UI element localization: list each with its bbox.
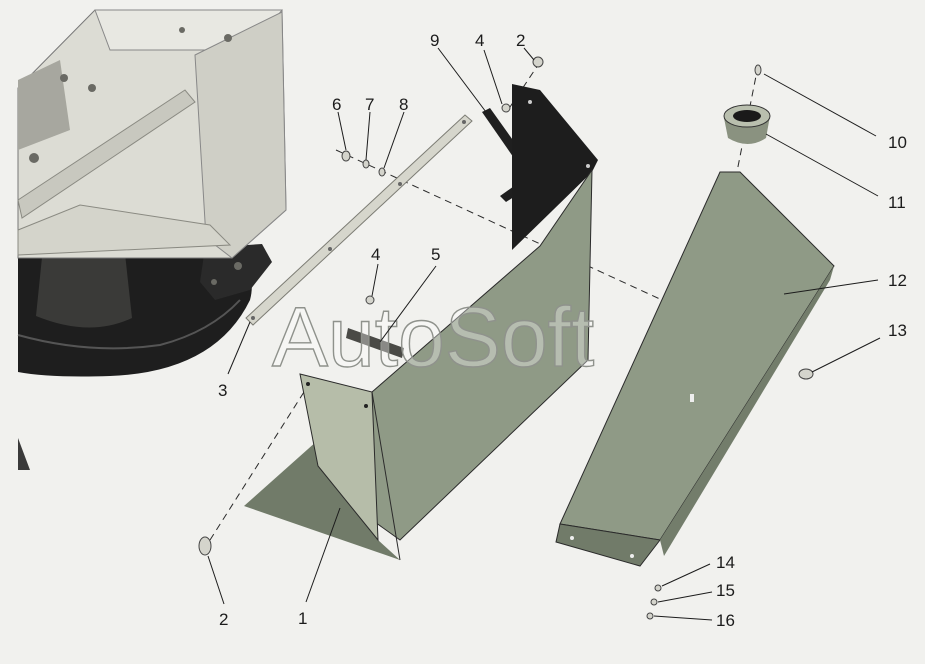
strip-hole [328, 247, 332, 251]
washer-14 [654, 584, 662, 592]
strip-hole [398, 182, 402, 186]
washer-7 [362, 159, 370, 169]
housing-side-panel [194, 11, 287, 259]
callout-16: 16 [716, 611, 735, 630]
plate-body [346, 328, 404, 358]
washer-4-upper [501, 103, 511, 113]
bolt-2-upper [532, 56, 544, 68]
housing-bolt [179, 27, 185, 33]
leader-14 [661, 563, 711, 587]
leader-4-upper [483, 49, 503, 105]
watermark: AutoSoft [272, 290, 594, 384]
callout-8: 8 [399, 95, 408, 114]
callout-2-upper: 2 [516, 31, 525, 50]
leader-13 [811, 337, 881, 373]
frame-fragment [18, 438, 30, 470]
callout-9: 9 [430, 31, 439, 50]
bolt-10 [754, 64, 762, 76]
leader-1 [305, 507, 341, 603]
rotor-disc-rim [17, 299, 241, 350]
leader-7 [365, 111, 371, 161]
part-12-panel [555, 171, 835, 567]
nut-16 [646, 612, 654, 620]
housing-bolt [211, 279, 217, 285]
strip-hole [251, 316, 255, 320]
part-3-strip [245, 114, 473, 326]
strip-hole [462, 120, 466, 124]
bolt-13 [798, 368, 814, 380]
housing-bolt [224, 34, 232, 42]
leader-12 [783, 279, 879, 295]
leader-4-lower [371, 263, 379, 297]
callout-1: 1 [298, 609, 307, 628]
washer-6 [341, 150, 351, 162]
panel-hole [570, 536, 574, 540]
machine-assembly [17, 9, 287, 470]
callout-15: 15 [716, 581, 735, 600]
fasteners [198, 56, 814, 620]
callout-10: 10 [888, 133, 907, 152]
callout-2-lower: 2 [219, 610, 228, 629]
callout-numbers: 1 2 2 3 4 4 5 6 7 8 9 10 11 12 13 14 15 … [218, 31, 907, 630]
leader-16 [653, 615, 713, 621]
cover-hole [306, 382, 310, 386]
frame-beam [17, 204, 232, 256]
panel-right-flange [660, 266, 834, 556]
cover-hole [364, 404, 368, 408]
leader-15 [657, 591, 713, 603]
panel-side-flange [555, 523, 661, 567]
panel-slot [690, 394, 694, 402]
callout-3: 3 [218, 381, 227, 400]
leader-3 [227, 321, 251, 375]
washer-4-lower [365, 295, 375, 305]
callout-12: 12 [888, 271, 907, 290]
strip-body [245, 114, 473, 326]
housing-bolt [234, 262, 242, 270]
cover-back-wall [512, 84, 598, 250]
callout-5: 5 [431, 245, 440, 264]
callout-6: 6 [332, 95, 341, 114]
assembly-line-bolt-2 [209, 391, 305, 541]
bolt-2-lower [198, 536, 212, 556]
panel-hole [630, 554, 634, 558]
housing-bolt [88, 84, 96, 92]
leader-9 [437, 47, 487, 113]
callout-14: 14 [716, 553, 735, 572]
part-1-cover [244, 84, 598, 561]
callout-7: 7 [365, 95, 374, 114]
housing-slot [18, 60, 70, 150]
leader-5 [379, 265, 437, 343]
leader-10 [763, 73, 877, 137]
callout-4-upper: 4 [475, 31, 484, 50]
bushing-bore [733, 110, 761, 122]
leader-6 [337, 111, 347, 151]
cover-end-wall [299, 373, 379, 542]
leader-11 [765, 133, 879, 197]
washer-15 [650, 598, 658, 606]
drive-shaft [17, 89, 196, 219]
part-11-bushing [723, 104, 771, 144]
leader-2-lower [207, 555, 225, 605]
part-5-plate [346, 328, 404, 358]
housing-bolt [60, 74, 68, 82]
cover-fold-line [371, 391, 401, 561]
cover-hole [586, 164, 590, 168]
housing-bolt [29, 153, 39, 163]
callout-4-lower: 4 [371, 245, 380, 264]
leader-8 [383, 111, 405, 169]
leader-lines [207, 47, 881, 621]
callout-11: 11 [888, 193, 906, 212]
nut-8 [378, 167, 386, 177]
callout-13: 13 [888, 321, 907, 340]
cover-hole [528, 100, 532, 104]
leader-2-upper [523, 47, 535, 61]
